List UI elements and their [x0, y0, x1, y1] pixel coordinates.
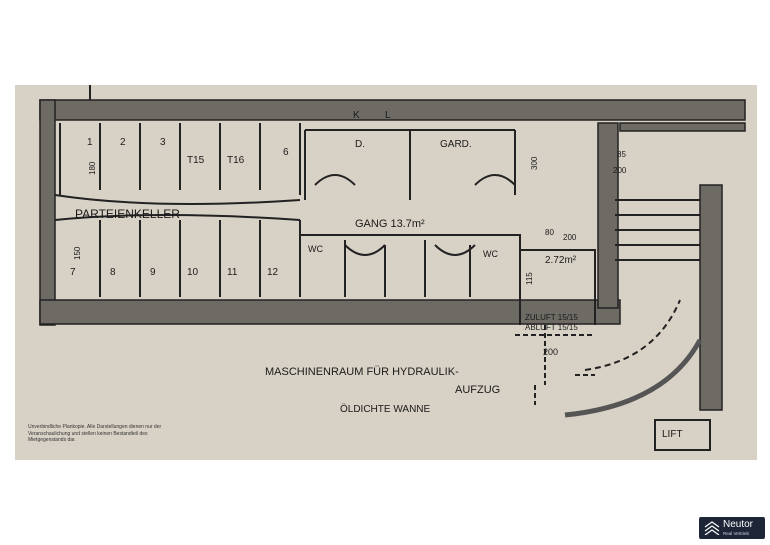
dim-180: 180	[88, 161, 97, 175]
storage-11: 11	[227, 267, 238, 278]
lift-label: LIFT	[662, 429, 683, 440]
door-85: 85	[617, 150, 626, 159]
storage-10: 10	[187, 267, 199, 278]
storage-t15: T15	[187, 155, 205, 166]
chevrons-icon	[704, 521, 720, 535]
door-200b: 200	[563, 233, 577, 242]
floor-plan-drawing: K L 1 2 3 T15 T16 6 7 8 9 10 11 12 180 1…	[39, 85, 746, 451]
abluft-label: ABLUFT 15/15	[525, 323, 578, 332]
storage-12: 12	[267, 267, 279, 278]
storage-2: 2	[120, 137, 126, 148]
machine-room-line2: AUFZUG	[455, 384, 500, 396]
logo-name: Neutor	[723, 519, 754, 530]
storage-t16: T16	[227, 155, 245, 166]
room-d: D.	[355, 139, 365, 150]
machine-room-line1: MASCHINENRAUM FÜR HYDRAULIK-	[265, 366, 459, 378]
dim-300: 300	[530, 156, 539, 170]
room-gard: GARD.	[440, 139, 472, 150]
wc-2: WC	[483, 249, 498, 259]
parteienkeller-label: PARTEIENKELLER	[75, 207, 180, 221]
neutor-logo: Neutor Real Vertrieb	[699, 517, 765, 539]
partitions	[54, 85, 711, 451]
label-k: K	[353, 110, 360, 121]
logo-subtitle: Real Vertrieb	[723, 531, 750, 536]
floor-plan: K L 1 2 3 T15 T16 6 7 8 9 10 11 12 180 1…	[15, 85, 757, 460]
zuluft-label: ZULUFT 15/15	[525, 313, 578, 322]
storage-3: 3	[160, 137, 166, 148]
machine-room-line3: ÖLDICHTE WANNE	[340, 403, 431, 415]
disclaimer-text: Unverbindliche Plankopie. Alle Darstellu…	[28, 424, 162, 443]
room-272: 2.72m²	[545, 255, 577, 266]
door-80: 80	[545, 228, 554, 237]
storage-9: 9	[150, 267, 156, 278]
dim-150: 150	[73, 246, 82, 260]
dim-200: 200	[543, 347, 558, 357]
label-l: L	[385, 110, 391, 121]
gang-label: GANG 13.7m²	[355, 218, 425, 230]
walls	[39, 99, 746, 411]
wc-1: WC	[308, 244, 323, 254]
storage-6: 6	[283, 147, 289, 158]
storage-1: 1	[87, 137, 93, 148]
storage-8: 8	[110, 267, 116, 278]
door-200: 200	[613, 166, 627, 175]
dim-115: 115	[525, 272, 534, 285]
storage-7: 7	[70, 267, 76, 278]
